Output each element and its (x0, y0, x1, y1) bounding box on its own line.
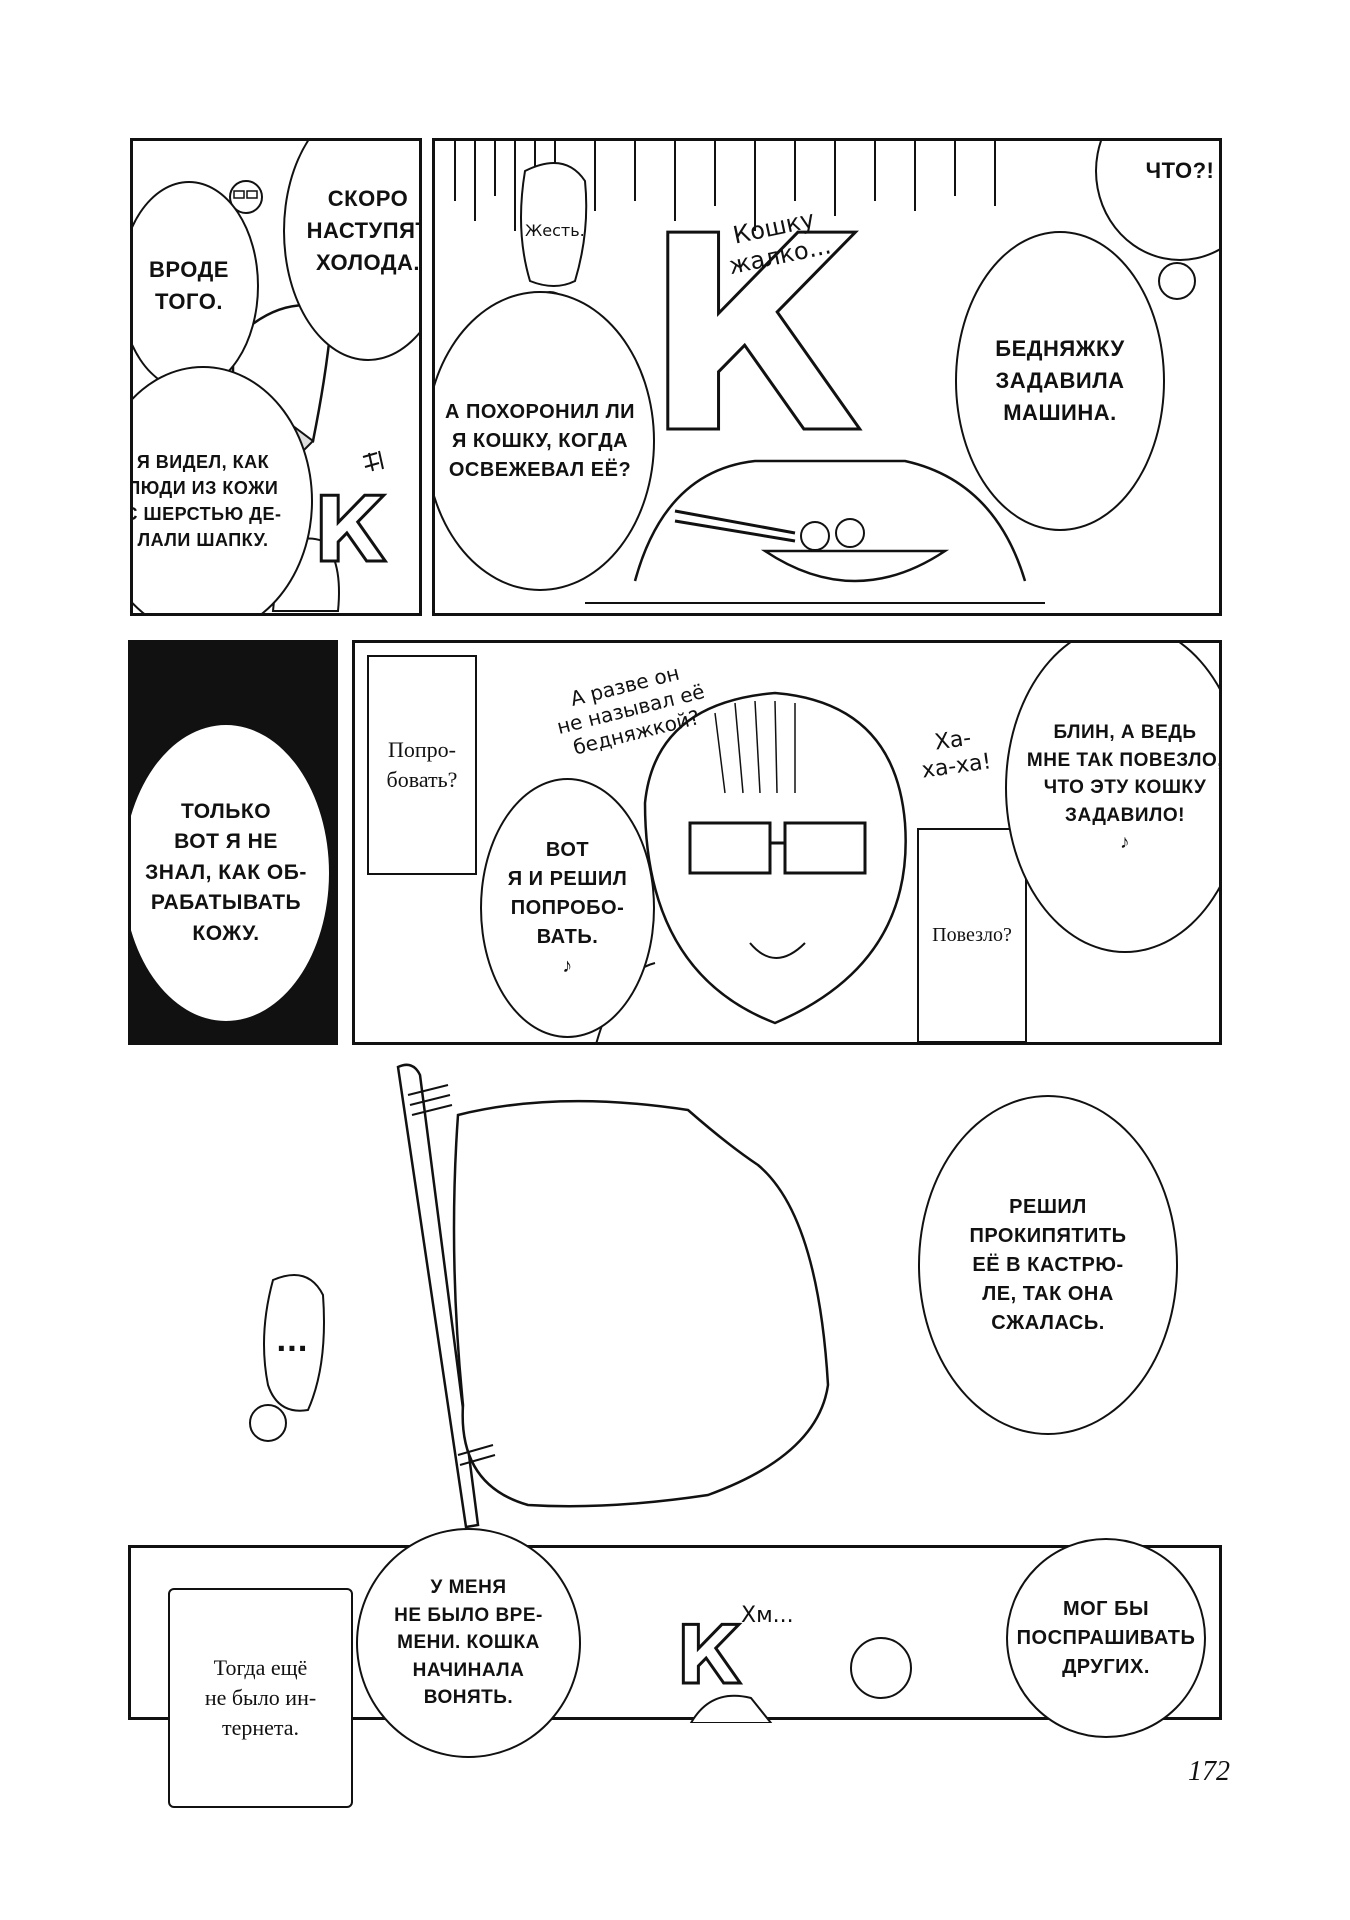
panel-6-art (689, 1637, 912, 1723)
speech-bubble-pohoronil: А ПОХОРОНИЛ ЛИ Я КОШКУ, КОГДА ОСВЕЖЕВАЛ … (435, 291, 655, 591)
page-number: 172 (1188, 1756, 1230, 1787)
speech-text: ТОЛЬКО ВОТ Я НЕ ЗНАЛ, КАК ОБ- РАБАТЫВАТЬ… (145, 799, 307, 945)
caption-text: Тогда ещё не было ин- тернета. (204, 1655, 317, 1740)
speech-text: ЧТО?! (1145, 158, 1215, 184)
panel-4-art (595, 691, 907, 1042)
speech-bubble-mog-by: МОГ БЫ ПОСПРАШИВАТЬ ДРУГИХ. (1006, 1538, 1206, 1738)
panel-5-art (249, 1063, 830, 1529)
panel-4: Попро- бовать? А разве он не называл её … (352, 640, 1222, 1045)
speech-text: СКОРО НАСТУПЯТ ХОЛОДА. (306, 186, 422, 275)
speech-text: У МЕНЯ НЕ БЫЛО ВРЕ- МЕНИ. КОШКА НАЧИНАЛА… (394, 1577, 543, 1709)
speech-text: БЛИН, А ВЕДЬ МНЕ ТАК ПОВЕЗЛО, ЧТО ЭТУ КО… (1026, 722, 1222, 854)
caption-text: Попро- бовать? (386, 737, 458, 792)
speech-bubble-bednyazhku: БЕДНЯЖКУ ЗАДАВИЛА МАШИНА. (955, 231, 1165, 531)
speech-bubble-reshil-prokipyatit: РЕШИЛ ПРОКИПЯТИТЬ ЕЁ В КАСТРЮ- ЛЕ, ТАК О… (918, 1095, 1178, 1435)
panel-1: К ВРОДЕ ТОГО. СКОРО НАСТУПЯТ ХОЛОДА. Я В… (130, 138, 422, 616)
speech-text: БЕДНЯЖКУ ЗАДАВИЛА МАШИНА. (995, 336, 1125, 425)
panel-5: ... РЕШИЛ ПРОКИПЯТИТЬ ЕЁ В КАСТРЮ- ЛЕ, Т… (128, 1055, 1222, 1535)
k-letter-small: К (312, 478, 389, 583)
speech-bubble-blin: БЛИН, А ВЕДЬ МНЕ ТАК ПОВЕЗЛО, ЧТО ЭТУ КО… (1005, 643, 1222, 953)
k-letter-large: К (642, 178, 866, 493)
panel-3: ТОЛЬКО ВОТ Я НЕ ЗНАЛ, КАК ОБ- РАБАТЫВАТЬ… (128, 640, 338, 1045)
sfx-haha: Ха- ха-ха! (920, 725, 993, 785)
speech-text: МОГ БЫ ПОСПРАШИВАТЬ ДРУГИХ. (1016, 1597, 1196, 1678)
speech-text: А ПОХОРОНИЛ ЛИ Я КОШКУ, КОГДА ОСВЕЖЕВАЛ … (445, 400, 635, 481)
speech-text: РЕШИЛ ПРОКИПЯТИТЬ ЕЁ В КАСТРЮ- ЛЕ, ТАК О… (969, 1195, 1127, 1334)
speech-bubble-vrode-togo: ВРОДЕ ТОГО. (133, 181, 259, 391)
speech-bubble-u-menya-ne-bylo: У МЕНЯ НЕ БЫЛО ВРЕ- МЕНИ. КОШКА НАЧИНАЛА… (356, 1528, 581, 1758)
k-letter-bottom: К (674, 1609, 742, 1702)
speech-text: ВОТ Я И РЕШИЛ ПОПРОБО- ВАТЬ. ♪ (507, 838, 628, 977)
panel-2: К Жесть. Кошку жалко... А ПОХОРОНИЛ ЛИ Я… (432, 138, 1222, 616)
caption-box-poprobovat: Попро- бовать? (367, 655, 477, 875)
caption-box-povezlo: Повезло? (917, 828, 1027, 1042)
sfx-hm: Хм... (741, 1603, 794, 1628)
speech-text: Я ВИДЕЛ, КАК ЛЮДИ ИЗ КОЖИ С ШЕРСТЬЮ ДЕ- … (130, 451, 282, 551)
speech-text: ВРОДЕ ТОГО. (149, 257, 229, 314)
speech-bubble-tolko-vot: ТОЛЬКО ВОТ Я НЕ ЗНАЛ, КАК ОБ- РАБАТЫВАТЬ… (131, 723, 331, 1023)
caption-text: Повезло? (932, 924, 1012, 946)
thought-text-zhest: Жесть. (525, 221, 585, 240)
speech-bubble-vot-reshil: ВОТ Я И РЕШИЛ ПОПРОБО- ВАТЬ. ♪ (480, 778, 655, 1038)
ellipsis-text: ... (276, 1325, 308, 1358)
caption-box-internet: Тогда ещё не было ин- тернета. (168, 1588, 353, 1808)
panel-2-art (454, 141, 1196, 604)
